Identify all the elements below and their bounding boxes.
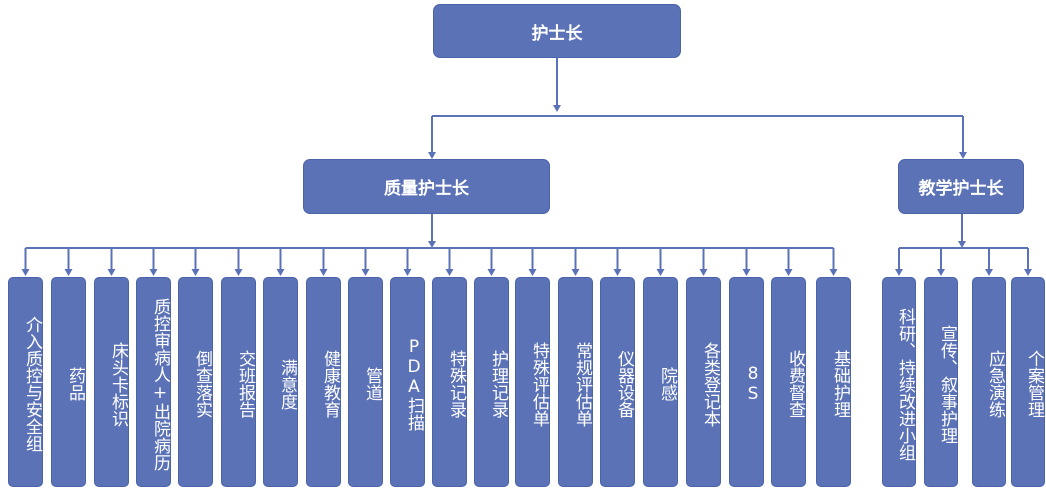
leaf-node: 管道 xyxy=(348,277,383,487)
leaf-node: PDA扫描 xyxy=(390,277,425,487)
branch-label-teaching: 教学护士长 xyxy=(918,179,1004,199)
leaf-label: 药品 xyxy=(65,367,85,401)
leaf-node: 介入质控与安全组 xyxy=(8,277,43,487)
leaf-node: 各类登记本 xyxy=(686,277,721,487)
leaf-node: 倒查落实 xyxy=(178,277,213,487)
leaf-label: 特殊评估单 xyxy=(529,341,549,427)
leaf-arrow-1-0-icon xyxy=(895,269,903,276)
leaf-arrow-0-4-icon xyxy=(191,269,200,276)
leaf-node: 健康教育 xyxy=(306,277,341,487)
leaf-arrow-0-3-icon xyxy=(149,269,158,276)
leaf-arrow-0-16-icon xyxy=(699,269,708,276)
leaf-label: 健康教育 xyxy=(320,350,340,418)
leaf-arrow-0-6-icon xyxy=(276,269,285,276)
leaf-node: 收费督查 xyxy=(771,277,806,487)
leaf-label: 管道 xyxy=(362,367,382,401)
leaf-label: 应急演练 xyxy=(985,350,1005,418)
leaf-stem-arrow-0-icon xyxy=(428,241,436,248)
leaf-label: PDA扫描 xyxy=(404,337,424,431)
leaf-node: 特殊评估单 xyxy=(515,277,550,487)
branch-label-quality: 质量护士长 xyxy=(384,179,469,199)
leaf-label: 满意度 xyxy=(277,358,297,410)
leaf-node: 宣传、叙事护理 xyxy=(924,277,958,487)
leaf-arrow-0-18-icon xyxy=(784,269,793,276)
leaf-arrow-0-5-icon xyxy=(234,269,243,276)
leaf-arrow-0-9-icon xyxy=(403,269,412,276)
leaf-node: 个案管理 xyxy=(1011,277,1045,487)
leaf-arrow-0-10-icon xyxy=(445,269,454,276)
leaf-label: 基础护理 xyxy=(830,350,850,418)
root-label: 护士长 xyxy=(531,23,583,44)
leaf-arrow-0-8-icon xyxy=(361,269,370,276)
leaf-arrow-0-13-icon xyxy=(571,269,580,276)
branch-arrow-quality-icon xyxy=(428,152,436,159)
leaf-label: 宣传、叙事护理 xyxy=(937,324,957,444)
leaf-arrow-0-11-icon xyxy=(487,269,496,276)
leaf-arrow-0-2-icon xyxy=(107,269,116,276)
leaf-label: 床头卡标识 xyxy=(108,341,128,427)
leaf-label: 仪器设备 xyxy=(614,350,634,418)
leaf-arrow-1-3-icon xyxy=(1024,269,1032,276)
leaf-arrow-0-0-icon xyxy=(21,269,30,276)
leaf-label: 介入质控与安全组 xyxy=(22,316,42,452)
leaf-label: 交班报告 xyxy=(235,350,255,418)
leaf-label: 护理记录 xyxy=(488,350,508,418)
root-node: 护士长 xyxy=(433,4,681,58)
leaf-label: 个案管理 xyxy=(1024,350,1044,418)
leaf-node: 护理记录 xyxy=(474,277,509,487)
leaf-node: 特殊记录 xyxy=(432,277,467,487)
leaf-arrow-1-2-icon xyxy=(985,269,993,276)
leaf-stem-arrow-1-icon xyxy=(958,241,966,248)
leaf-arrow-0-19-icon xyxy=(829,269,838,276)
leaf-node: 常规评估单 xyxy=(558,277,593,487)
leaf-label: 倒查落实 xyxy=(192,350,212,418)
leaf-node: 满意度 xyxy=(263,277,298,487)
leaf-node: 床头卡标识 xyxy=(94,277,129,487)
leaf-arrow-1-1-icon xyxy=(937,269,945,276)
leaf-arrow-0-14-icon xyxy=(613,269,622,276)
leaf-label: 科研、持续改进小组 xyxy=(895,307,915,461)
leaf-label: 8S xyxy=(743,364,763,404)
leaf-label: 特殊记录 xyxy=(446,350,466,418)
leaf-node: 8S xyxy=(729,277,764,487)
branch-arrow-teaching-icon xyxy=(959,152,967,159)
leaf-arrow-0-15-icon xyxy=(656,269,665,276)
leaf-node: 院感 xyxy=(643,277,678,487)
leaf-arrow-0-7-icon xyxy=(319,269,328,276)
leaf-label: 院感 xyxy=(657,367,677,401)
leaf-arrow-0-17-icon xyxy=(742,269,751,276)
leaf-node: 基础护理 xyxy=(816,277,851,487)
branch-node-quality: 质量护士长 xyxy=(303,159,550,214)
leaf-node: 仪器设备 xyxy=(600,277,635,487)
leaf-arrow-0-12-icon xyxy=(528,269,537,276)
leaf-label: 常规评估单 xyxy=(572,341,592,427)
leaf-arrow-0-1-icon xyxy=(64,269,73,276)
leaf-node: 应急演练 xyxy=(972,277,1006,487)
leaf-label: 各类登记本 xyxy=(700,341,720,427)
leaf-node: 质控审病人+出院病历 xyxy=(136,277,171,487)
root-arrow-icon xyxy=(553,105,561,112)
leaf-node: 交班报告 xyxy=(221,277,256,487)
leaf-label: 质控审病人+出院病历 xyxy=(150,297,170,471)
leaf-node: 药品 xyxy=(51,277,86,487)
leaf-label: 收费督查 xyxy=(785,350,805,418)
leaf-node: 科研、持续改进小组 xyxy=(882,277,916,487)
branch-node-teaching: 教学护士长 xyxy=(898,159,1024,214)
